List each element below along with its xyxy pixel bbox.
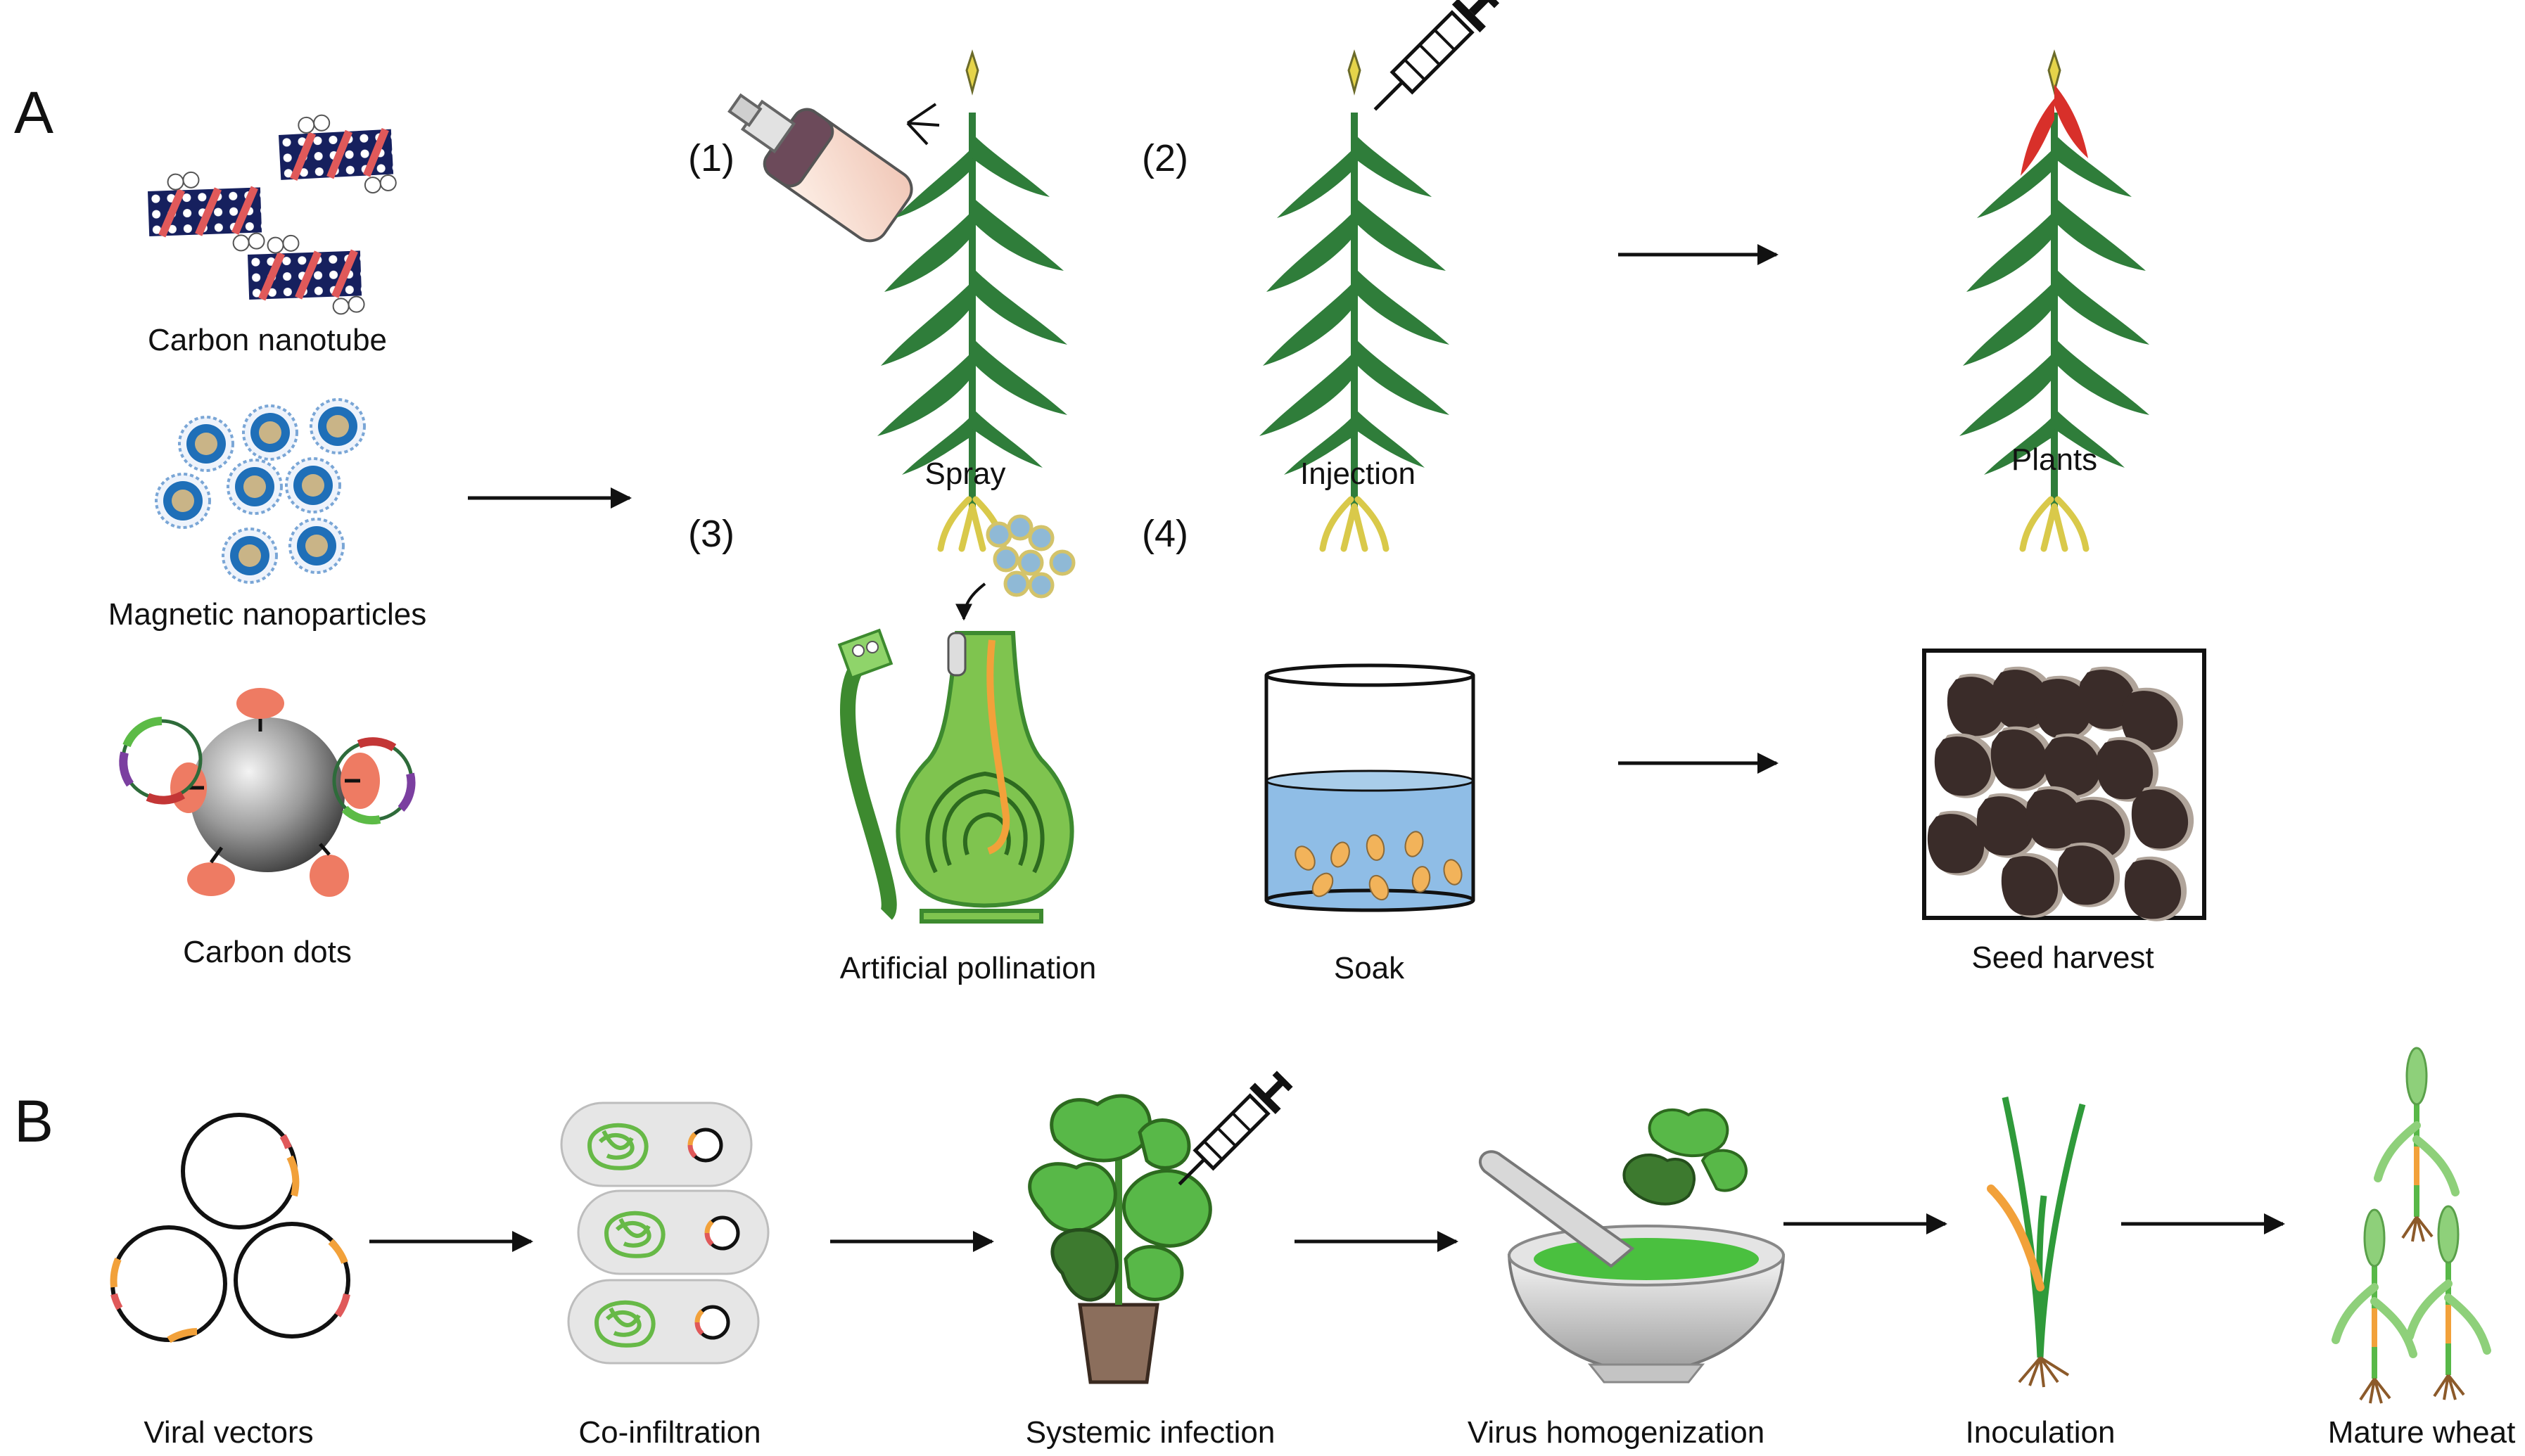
label-carbon-dots: Carbon dots bbox=[183, 935, 352, 969]
label-seed-harvest: Seed harvest bbox=[1971, 940, 2154, 975]
panel-label-b: B bbox=[14, 1088, 54, 1154]
step-4-label: (4) bbox=[1142, 513, 1188, 555]
carbon-nanotube-icon bbox=[147, 112, 396, 317]
plasmid-icon bbox=[110, 1115, 348, 1343]
wheat-plant-icon bbox=[2336, 1048, 2487, 1403]
magnetic-nanoparticle-icon bbox=[155, 398, 366, 584]
label-injection: Injection bbox=[1300, 456, 1416, 491]
seed-harvest-icon bbox=[1922, 649, 2206, 921]
beaker-icon bbox=[1264, 663, 1475, 912]
plant-icon bbox=[1959, 53, 2149, 549]
potted-plant-icon bbox=[1028, 1094, 1212, 1384]
wheat-seedling-icon bbox=[1987, 1097, 2086, 1388]
spray-bottle-icon bbox=[727, 93, 913, 243]
flower-pistil-icon bbox=[837, 628, 1074, 924]
label-co-infiltration: Co-infiltration bbox=[578, 1415, 761, 1450]
label-spray: Spray bbox=[924, 456, 1006, 491]
step-1-label: (1) bbox=[688, 137, 734, 179]
label-artificial-pollination: Artificial pollination bbox=[839, 951, 1097, 985]
carbon-dot-icon bbox=[119, 688, 416, 897]
syringe-icon bbox=[1373, 0, 1500, 111]
bacteria-icon bbox=[561, 1103, 768, 1363]
mortar-pestle-icon bbox=[1479, 1108, 1786, 1384]
label-plants: Plants bbox=[2011, 442, 2098, 477]
label-magnetic-nanoparticles: Magnetic nanoparticles bbox=[108, 597, 427, 632]
label-virus-homogenization: Virus homogenization bbox=[1467, 1415, 1765, 1450]
pollen-icon bbox=[955, 514, 1076, 621]
syringe-icon bbox=[1178, 1071, 1293, 1186]
label-carbon-nanotube: Carbon nanotube bbox=[147, 323, 388, 357]
label-soak: Soak bbox=[1333, 951, 1405, 985]
step-3-label: (3) bbox=[688, 513, 734, 555]
step-2-label: (2) bbox=[1142, 137, 1188, 179]
label-inoculation: Inoculation bbox=[1965, 1415, 2116, 1450]
label-mature-wheat: Mature wheat bbox=[2327, 1415, 2516, 1450]
label-viral-vectors: Viral vectors bbox=[144, 1415, 314, 1450]
label-systemic-infection: Systemic infection bbox=[1025, 1415, 1276, 1450]
panel-label-a: A bbox=[14, 79, 54, 146]
